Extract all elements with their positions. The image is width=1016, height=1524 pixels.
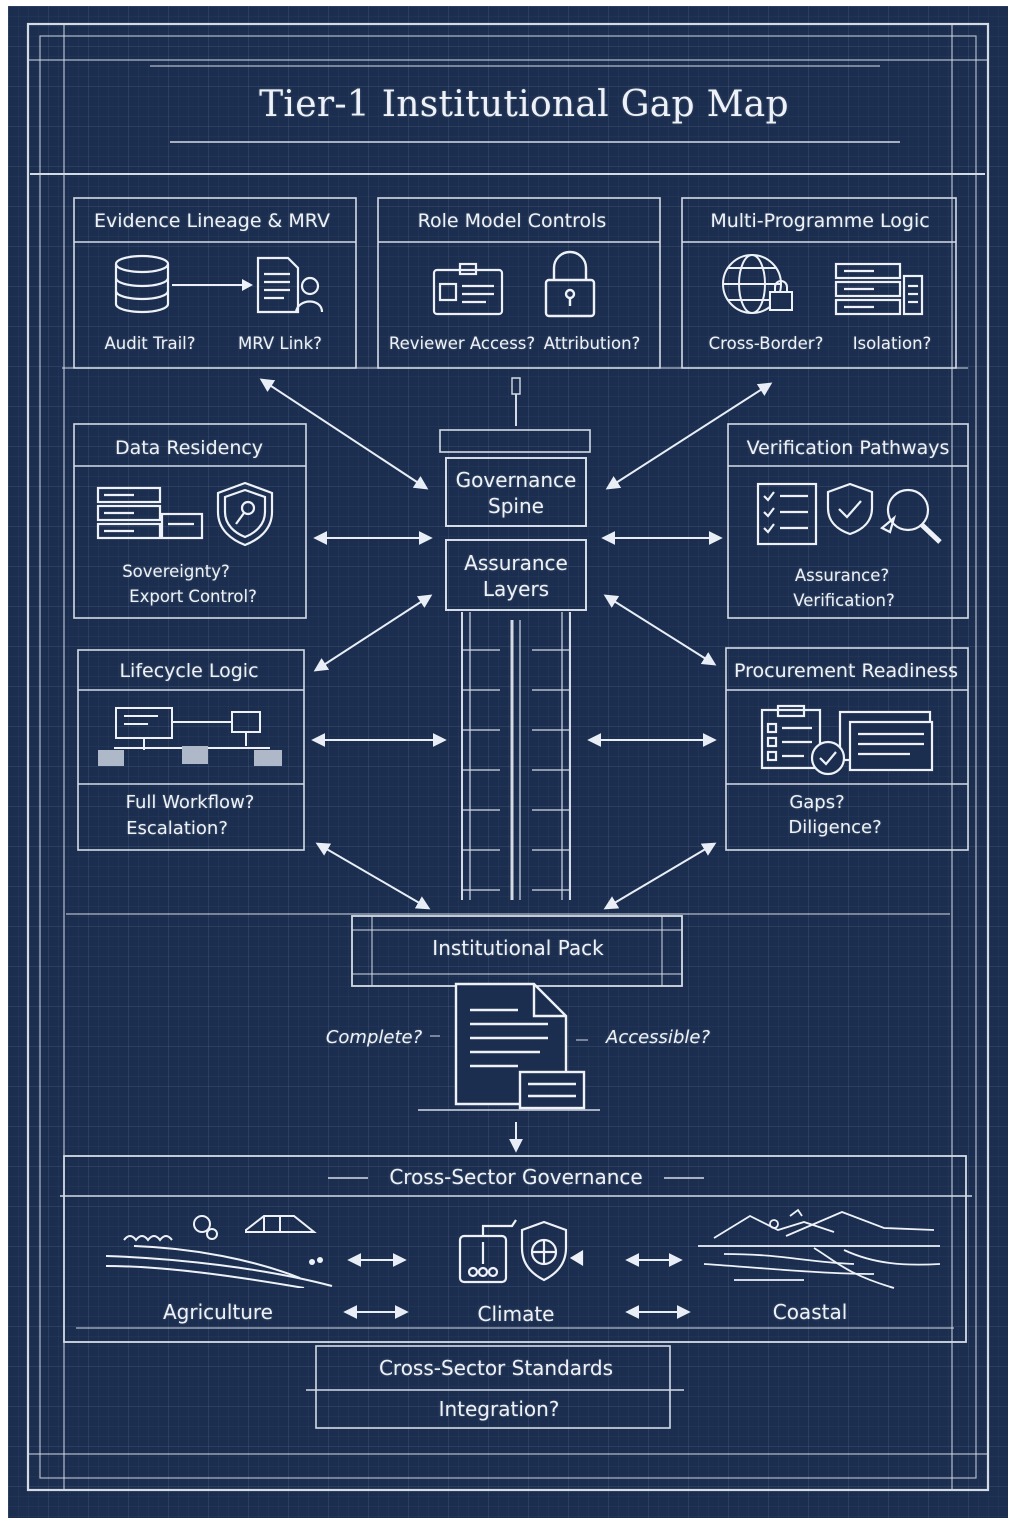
role-question-reviewer: Reviewer Access? [388,334,536,353]
shield-icon [216,481,274,547]
cross-sector-title: Cross-Sector Governance [389,1165,643,1189]
checklist-icon [756,482,818,546]
role-panel-title: Role Model Controls [417,210,607,232]
clipboard-icon [760,704,822,770]
lifecycle-question-escalation: Escalation? [126,818,228,839]
climate-device-icon [458,1219,584,1284]
assurance-layers-label: Assurance Layers [464,551,568,601]
residency-question-export: Export Control? [129,587,257,606]
standards-frame [315,1345,671,1429]
institutional-pack-label: Institutional Pack [432,936,604,960]
sector-climate: Climate [477,1302,555,1326]
pack-question-complete: Complete? [325,1027,423,1048]
pack-question-accessible: Accessible? [606,1027,710,1048]
verification-panel-frame [727,423,969,619]
farm-fields-icon [105,1215,333,1288]
verification-question-verification: Verification? [793,591,895,610]
standards-title: Cross-Sector Standards [378,1356,614,1380]
governance-spine-box [445,457,587,527]
server-rack-icon [834,262,924,316]
server-rack-icon [96,486,204,540]
id-badge-icon [432,262,504,316]
evidence-panel-title: Evidence Lineage & MRV [94,210,330,232]
multi-question-cross-border: Cross-Border? [708,334,824,353]
residency-panel-frame [73,423,307,619]
document-user-icon [256,256,324,314]
page-title: Tier-1 Institutional Gap Map [259,84,789,125]
coastline-icon [698,1208,941,1289]
arrow-procurement-pack [603,842,717,910]
arrow-lifecycle-pack [315,842,431,910]
document-stack-icon [454,982,586,1110]
globe-lock-icon [722,254,793,314]
procurement-question-gaps: Gaps? [789,792,845,813]
residency-question-sovereignty: Sovereignty? [122,562,230,581]
residency-panel-title: Data Residency [114,437,264,459]
role-question-attribution: Attribution? [543,334,641,353]
outer-frame [26,22,990,1492]
connector-arrows [259,378,773,1319]
assurance-layers-box [445,539,587,611]
multi-panel-title: Multi-Programme Logic [710,210,930,232]
multi-question-isolation: Isolation? [852,334,932,353]
workflow-icon [98,707,282,766]
sector-coastal: Coastal [772,1300,848,1324]
governance-spine-label: Governance Spine [455,468,577,518]
arrow-evidence-spine [259,378,429,490]
arrow-multi-spine [605,382,773,490]
lifecycle-panel-frame [77,649,305,851]
verification-question-assurance: Assurance? [794,566,890,585]
database-icon [114,254,170,314]
evidence-question-audit: Audit Trail? [104,334,196,353]
procurement-question-diligence: Diligence? [788,817,882,838]
cross-sector-frame [63,1155,967,1343]
tower-cap [439,429,591,453]
lifecycle-panel-title: Lifecycle Logic [119,660,259,682]
sector-agriculture: Agriculture [163,1300,273,1324]
padlock-icon [544,250,596,318]
standards-question: Integration? [438,1397,560,1421]
evidence-question-mrv: MRV Link? [238,334,322,353]
lifecycle-question-workflow: Full Workflow? [125,792,255,813]
documents-check-icon [810,710,934,776]
arrow-lifecycle-assurance [313,594,433,672]
procurement-panel-title: Procurement Readiness [734,660,958,682]
verification-panel-title: Verification Pathways [746,437,950,459]
lineage-arrow-icon [172,279,253,291]
tower-rungs [462,649,570,891]
arrow-assurance-procurement [603,594,717,666]
shield-check-magnifier-icon [826,482,942,544]
procurement-panel-frame [725,647,969,851]
